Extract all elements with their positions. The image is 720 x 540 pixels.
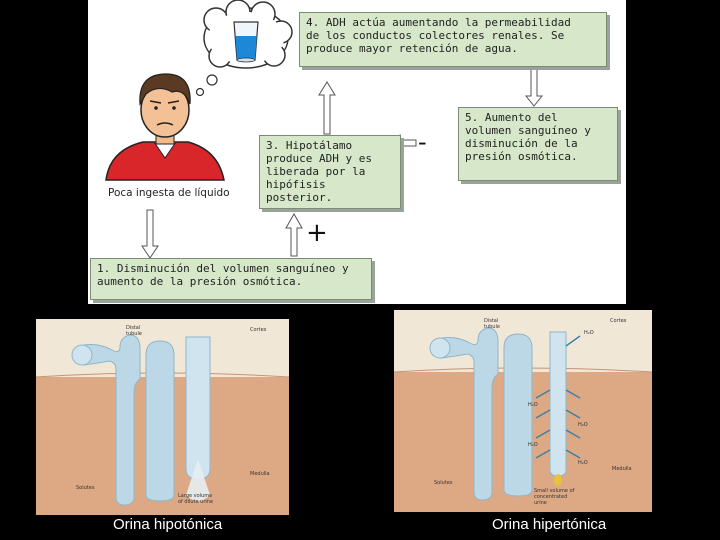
water-glass-icon [233,21,259,63]
arrow-up-to-box3 [285,212,303,257]
nephron-hypotonic: Distal tubule Cortex Medulla Solutes Lar… [36,319,289,515]
label-distal-tubule-right: Distal tubule [484,318,500,330]
label-urine-right: Small volume of concentrated urine [534,488,575,506]
nephron-hypotonic-graphics [36,319,289,515]
label-urine-left: Large volume of dilute urine [178,493,214,505]
box-step-3: 3. Hipotálamo produce ADH y es liberada … [259,135,401,209]
box-step-4: 4. ADH actúa aumentando la permeabilidad… [299,12,607,67]
box-step-1: 1. Disminución del volumen sanguíneo y a… [90,258,372,300]
label-h2o-l2: H₂O [528,442,538,448]
label-h2o-l1: H₂O [528,402,538,408]
person-illustration [105,73,225,181]
label-cortex-left: Cortex [250,327,267,333]
label-solutes-left: Solutes [76,485,95,491]
arrow-down-to-box1 [141,209,159,259]
label-distal-tubule-left: Distal tubule [126,325,142,337]
label-cortex-right: Cortex [610,318,627,324]
nephron-hypertonic: Distal tubule Cortex Medulla Solutes Sma… [394,310,652,512]
box-step-5: 5. Aumento del volumen sanguíneo y dismi… [458,107,618,181]
label-h2o-r1: H₂O [578,422,588,428]
label-hypotonic-urine: Orina hipotónica [113,516,223,533]
thought-bubble [195,0,293,97]
label-hypertonic-urine: Orina hipertónica [492,516,607,533]
label-solutes-right: Solutes [434,480,453,486]
label-medulla-left: Medulla [250,471,270,477]
label-h2o-top: H₂O [584,330,594,336]
plus-sign: + [306,218,328,248]
arrow-up-to-box4 [318,81,336,135]
water-arrows [535,335,581,459]
label-h2o-r2: H₂O [578,460,588,466]
person-caption: Poca ingesta de líquido [108,187,230,199]
arrow-down-to-box5 [524,67,544,107]
adh-diagram-panel: 4. ADH actúa aumentando la permeabilidad… [88,0,626,304]
label-medulla-right: Medulla [612,466,632,472]
diagram-graphics [105,0,544,259]
nephron-hypertonic-graphics [394,310,652,512]
minus-sign: - [418,128,427,156]
